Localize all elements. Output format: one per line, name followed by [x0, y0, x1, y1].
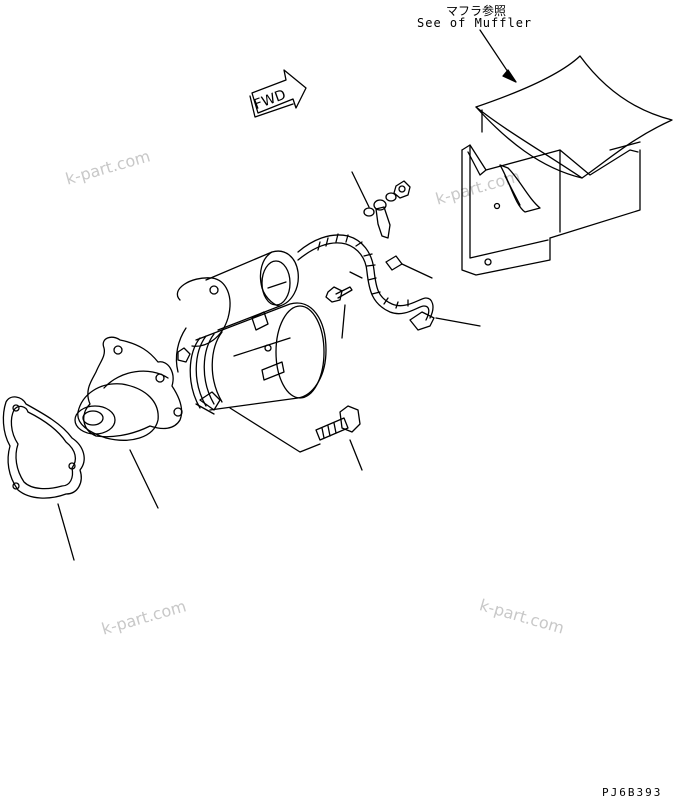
muffler-leader-arrow — [479, 29, 517, 83]
starter-motor — [74, 250, 327, 441]
nut-and-washers — [351, 171, 411, 239]
muffler-shield — [475, 55, 673, 179]
wiring-harness — [297, 233, 481, 331]
small-bolt — [325, 286, 353, 339]
mounting-bolt — [229, 405, 363, 471]
muffler-reference-jp: マフラ参照 — [446, 4, 507, 18]
leader-lines — [129, 403, 215, 509]
drawing-code: PJ6B393 — [602, 786, 663, 799]
forward-arrow-icon: FWD — [249, 69, 307, 118]
gasket — [2, 396, 85, 561]
muffler-reference-en: See of Muffler — [417, 16, 533, 30]
mounting-bracket — [461, 144, 641, 276]
